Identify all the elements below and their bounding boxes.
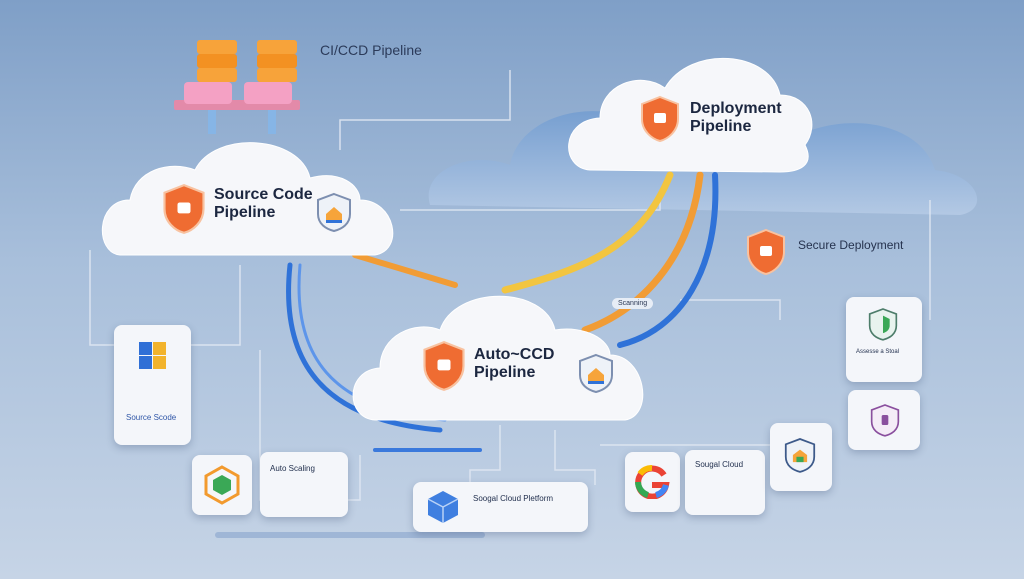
blue-pipe [617,172,719,348]
status-shield-card[interactable] [770,423,832,491]
shield-icon [870,404,900,437]
auto-scaling-title: Auto Scaling [270,464,315,473]
connector-line [190,265,241,346]
auto-scaling-card[interactable]: Auto Scaling [260,452,348,517]
home-shield-icon [579,353,613,394]
shield-icon [868,308,898,341]
yellow-pipe [501,171,674,294]
cloud-auto [352,295,644,421]
assessment-card[interactable]: Assesse a Stoal [846,297,922,382]
shield-icon [784,438,816,473]
connector-line [554,430,596,485]
source-scode-card[interactable]: Source Scode [114,325,191,445]
secure-deployment-title: Secure Deployment [798,238,904,252]
shield-icon [423,341,465,391]
connector-line [680,299,781,320]
connector-line [89,250,115,346]
social-platform-card[interactable]: Soogal Cloud Pletform [413,482,588,532]
security-shield-card[interactable] [848,390,920,450]
cloud-deployment [568,58,813,173]
google-cloud-icon-card[interactable] [625,452,680,512]
orange-pipe [352,252,458,288]
shield-icon [163,184,205,234]
server-stack-icon [174,40,300,134]
page-title: CI/CCD Pipeline [320,42,422,58]
deployment-pipeline-title: Deployment Pipeline [690,100,782,135]
connector-line [469,425,501,490]
shield-icon [747,228,785,276]
grid-icon [139,342,166,369]
orange-pipe [581,171,704,334]
blue-pipe [286,262,443,433]
source-code-pipeline-title: Source Code Pipeline [214,186,313,221]
cube-icon [204,465,240,505]
social-platform-title: Soogal Cloud Pletform [473,494,554,503]
auto-scaling-icon-card[interactable] [192,455,252,515]
auto-ccd-pipeline-title: Auto~CCD Pipeline [474,346,555,381]
cube-icon [427,491,459,523]
home-shield-icon [317,192,351,232]
scanning-badge: Scanning [612,298,654,309]
google-logo-icon [635,465,670,499]
source-scode-title: Source Scode [126,413,177,422]
assessment-title: Assesse a Stoal [856,349,900,355]
base-bar [215,532,485,538]
sougal-cloud-title: Sougal Cloud [695,460,744,469]
shield-icon [641,95,679,143]
sougal-cloud-card[interactable]: Sougal Cloud [685,450,765,515]
connector-line [339,70,511,150]
